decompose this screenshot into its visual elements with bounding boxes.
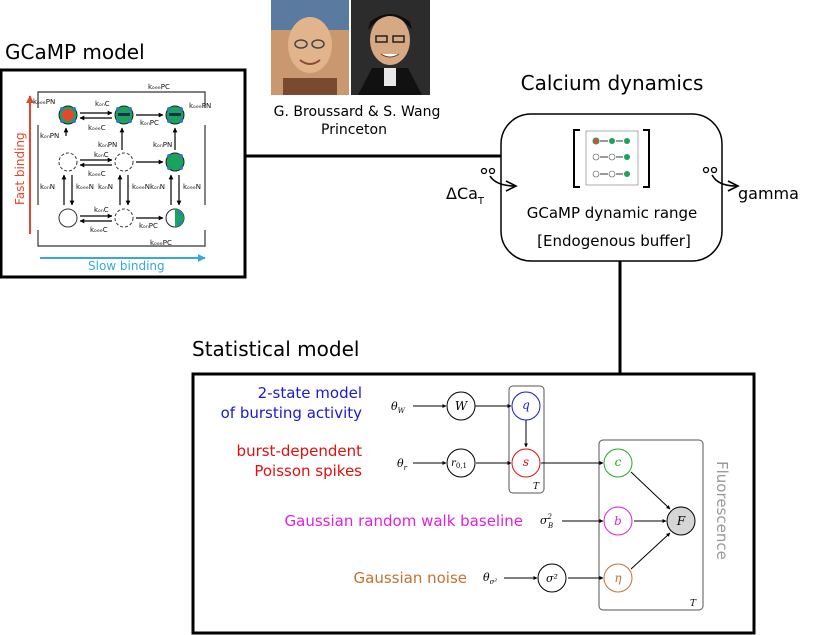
svg-text:F: F bbox=[676, 514, 686, 528]
calcium-title: Calcium dynamics bbox=[521, 71, 704, 95]
svg-text:s: s bbox=[523, 455, 529, 469]
rate-koffN-2: kₒₑₑN bbox=[132, 183, 150, 191]
calcium-input-label: ΔCaT bbox=[446, 184, 485, 207]
plate-inner bbox=[508, 385, 545, 494]
svg-text:b: b bbox=[614, 514, 622, 528]
state-empty-r3c1 bbox=[58, 208, 78, 228]
author-photo-1 bbox=[271, 0, 349, 95]
stat-title: Statistical model bbox=[192, 337, 359, 361]
svg-text:η: η bbox=[614, 571, 622, 585]
node-q: q bbox=[511, 391, 541, 421]
node-F: F bbox=[666, 506, 696, 536]
rate-konPN-row1a: kₒₙPN bbox=[40, 132, 59, 140]
rate-konC-top: kₒₙC bbox=[95, 100, 110, 108]
svg-text:σ²: σ² bbox=[546, 572, 558, 585]
param-thetasigma: θσ² bbox=[483, 571, 497, 586]
gcamp-mini-scheme bbox=[573, 129, 650, 188]
gcamp-scheme: Fast binding Slow binding bbox=[13, 83, 211, 273]
rate-koffPN-right: kₒₑₑPN bbox=[189, 102, 211, 110]
calcium-line1: GCaMP dynamic range bbox=[527, 204, 698, 222]
param-thetaW: θW bbox=[391, 400, 406, 415]
state-empty-r2c2 bbox=[114, 152, 134, 172]
param-thetar: θr bbox=[397, 457, 408, 472]
state-c-bound bbox=[114, 105, 134, 125]
edge-eta-F bbox=[630, 532, 671, 570]
svg-text:q: q bbox=[522, 398, 530, 412]
rate-konPN-row1c: kₒₙPN bbox=[153, 141, 172, 149]
svg-text:c: c bbox=[615, 455, 622, 469]
label-baseline: Gaussian random walk baseline bbox=[285, 512, 523, 530]
author-photo-2 bbox=[351, 0, 430, 95]
state-empty-r3c2 bbox=[114, 208, 134, 228]
gcamp-panel bbox=[0, 68, 247, 279]
node-c: c bbox=[603, 448, 633, 478]
svg-text:r0,1: r0,1 bbox=[451, 458, 467, 470]
rate-koffC-mid: kₒₑₑC bbox=[88, 170, 106, 178]
fluorescence-label: Fluorescence bbox=[713, 461, 731, 560]
calcium-input-connector bbox=[480, 167, 518, 192]
label-bursting-1: 2-state model bbox=[258, 384, 362, 402]
state-partial-r2c3 bbox=[165, 152, 185, 172]
slow-binding-label: Slow binding bbox=[88, 259, 165, 273]
rate-koffC-top: kₒₑₑC bbox=[88, 124, 106, 132]
rate-koffN-1: kₒₑₑN bbox=[76, 183, 94, 191]
rate-koffPN-left: kₒₑₑPN bbox=[33, 98, 55, 106]
plate-outer bbox=[598, 439, 704, 611]
node-s: s bbox=[511, 448, 541, 478]
rate-konPC-top: kₒₙPC bbox=[140, 119, 159, 127]
label-spikes-2: Poisson spikes bbox=[254, 462, 362, 480]
label-noise: Gaussian noise bbox=[354, 569, 467, 587]
calcium-line2: [Endogenous buffer] bbox=[537, 232, 691, 250]
author-affiliation: Princeton bbox=[321, 122, 387, 138]
calcium-box bbox=[500, 113, 723, 262]
rate-koffN-3: kₒₑₑN bbox=[183, 183, 201, 191]
plate-inner-T: T bbox=[533, 482, 540, 492]
state-p-bound bbox=[165, 105, 185, 125]
node-sigma2: σ² bbox=[537, 563, 567, 593]
node-W: W bbox=[446, 391, 476, 421]
state-partial-r3c3 bbox=[165, 208, 185, 228]
gcamp-title: GCaMP model bbox=[5, 40, 145, 64]
rate-konN-3: kₒₙN bbox=[150, 183, 165, 191]
rate-koffPC-bot: kₒₑₑPC bbox=[150, 239, 172, 247]
rate-konC-bot: kₒₙC bbox=[94, 206, 109, 214]
rate-konN-1: kₒₙN bbox=[40, 183, 55, 191]
state-fully-bound bbox=[58, 105, 78, 125]
rate-koffPC-top: kₒₑₑPC bbox=[148, 83, 170, 91]
rate-koffC-bot: kₒₑₑC bbox=[90, 226, 108, 234]
node-r01: r0,1 bbox=[446, 448, 476, 478]
node-eta: η bbox=[603, 563, 633, 593]
rate-konN-2: kₒₙN bbox=[98, 183, 113, 191]
rate-konPC-bot: kₒₙPC bbox=[139, 222, 158, 230]
rate-konPN-row1b: kₒₙPN bbox=[98, 141, 117, 149]
fast-binding-label: Fast binding bbox=[13, 132, 27, 205]
calcium-output-label: gamma bbox=[738, 184, 799, 203]
svg-text:W: W bbox=[455, 399, 469, 413]
label-bursting-2: of bursting activity bbox=[221, 404, 362, 422]
calcium-output-connector bbox=[702, 166, 740, 192]
plate-outer-T: T bbox=[690, 599, 697, 609]
label-spikes-1: burst-dependent bbox=[237, 442, 363, 460]
stat-panel bbox=[191, 372, 756, 635]
node-b: b bbox=[603, 506, 633, 536]
edge-c-F bbox=[630, 471, 671, 510]
loop-line-top bbox=[37, 91, 206, 108]
author-names: G. Broussard & S. Wang bbox=[274, 104, 441, 120]
state-empty-r2c1 bbox=[58, 152, 78, 172]
loop-line-bottom bbox=[37, 230, 206, 247]
rate-konC-mid: kₒₙC bbox=[94, 151, 109, 159]
